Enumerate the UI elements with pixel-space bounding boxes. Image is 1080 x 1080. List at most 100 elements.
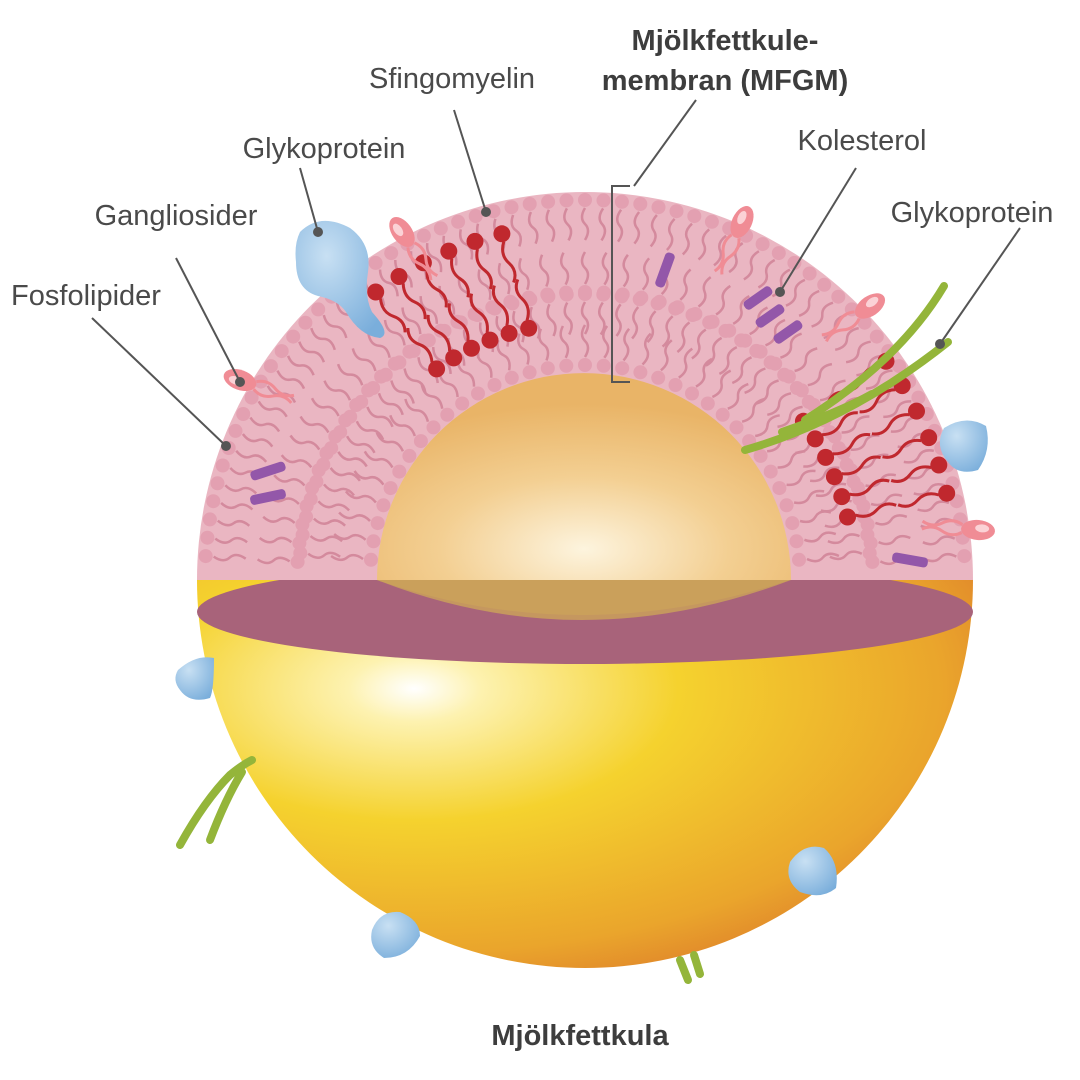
phospholipid-tail	[850, 434, 880, 451]
phospholipid-head	[763, 464, 778, 479]
cholesterol-bar	[655, 252, 675, 288]
phospholipid-head	[504, 200, 519, 215]
phospholipid-head	[354, 394, 369, 409]
sphingomyelin-tail	[425, 269, 448, 308]
phospholipid-tail	[615, 303, 622, 337]
fat-globule-lower-hemisphere	[197, 580, 973, 968]
phospholipid-tail	[299, 415, 330, 434]
phospholipid-head	[295, 527, 310, 542]
sphingomyelin-tail	[821, 411, 858, 437]
phospholipid-tail	[711, 369, 732, 399]
phospholipid-head	[299, 509, 314, 524]
phospholipid-tail	[323, 483, 355, 497]
phospholipid-head	[771, 246, 786, 261]
sphingomyelin-head	[481, 331, 499, 349]
phospholipid-head	[228, 423, 243, 438]
phospholipid-tail	[819, 379, 846, 402]
sphingomyelin-head	[493, 225, 511, 243]
phospholipid-tail	[845, 340, 871, 364]
phospholipid-head	[632, 292, 647, 307]
phospholipid-head	[309, 474, 324, 489]
phospholipid-head	[846, 474, 861, 489]
sphingomyelin-tail	[450, 258, 470, 298]
sphingomyelin-tail	[841, 455, 881, 476]
phospholipid-head	[263, 359, 278, 374]
phospholipid-tail	[815, 482, 847, 498]
phospholipid-head	[615, 361, 630, 376]
phospholipid-head	[651, 370, 666, 385]
phospholipid-head	[860, 527, 875, 542]
phospholipid-tail	[827, 533, 860, 545]
phospholipid-head	[324, 441, 339, 456]
phospholipid-head	[210, 476, 225, 491]
phospholipid-tail	[563, 207, 573, 241]
phospholipid-head	[668, 378, 683, 392]
phospholipid-head	[596, 193, 611, 208]
phospholipid-head	[455, 396, 470, 411]
sphingomyelin-tail	[897, 492, 940, 508]
phospholipid-tail	[323, 380, 352, 401]
phospholipid-head	[651, 200, 666, 215]
phospholipid-tail	[258, 536, 293, 544]
phospholipid-tail	[793, 489, 825, 505]
phospholipid-head	[378, 367, 393, 382]
phospholipid-tail	[438, 370, 459, 398]
phospholipid-head	[215, 458, 230, 473]
phospholipid-head	[718, 323, 733, 338]
phospholipid-head	[633, 197, 648, 211]
sphingomyelin-head	[390, 268, 408, 285]
phospholipid-tail	[224, 484, 258, 495]
phospholipid-head	[293, 546, 308, 561]
sphingomyelin-tail	[501, 241, 517, 284]
mfgm-bracket	[611, 185, 630, 383]
sphingomyelin-cluster-top	[367, 225, 538, 378]
phospholipid-tail	[785, 278, 806, 307]
sphingomyelin-tail	[447, 303, 470, 342]
phospholipid-tail	[622, 254, 630, 288]
phospholipid-head	[471, 386, 485, 401]
phospholipid-head	[869, 329, 884, 344]
phospholipid-tail	[256, 556, 291, 565]
label-sphingomyelin: Sfingomyelin	[369, 63, 535, 95]
sphingomyelin-tail	[491, 285, 510, 327]
phospholipid-head	[541, 289, 556, 304]
sphingomyelin-head	[938, 484, 956, 502]
phospholipid-head	[274, 344, 289, 359]
phospholipid-head	[831, 289, 846, 304]
phospholipid-head	[596, 287, 611, 302]
glycoprotein-bottom-left	[371, 911, 420, 958]
phospholipid-head	[785, 516, 800, 531]
sphingomyelin-head	[806, 430, 824, 448]
phospholipid-tail	[799, 510, 832, 524]
phospholipid-tail	[732, 295, 750, 325]
phospholipid-head	[366, 381, 381, 395]
sphingomyelin-head	[839, 508, 856, 526]
carbohydrate-chain-icon	[176, 282, 952, 984]
phospholipid-tail	[874, 514, 908, 526]
phospholipid-tail	[322, 314, 348, 339]
phospholipid-head	[426, 420, 441, 435]
phospholipid-head	[343, 409, 358, 424]
phospholipid-head	[541, 194, 556, 209]
phospholipid-tail	[913, 483, 946, 496]
sphingomyelin-tail	[871, 413, 910, 436]
sphingomyelin-head	[817, 448, 835, 466]
phospholipid-head	[468, 209, 483, 224]
phospholipid-tail	[646, 310, 657, 343]
phospholipid-tail	[289, 434, 321, 451]
phospholipid-tail	[676, 321, 691, 353]
phospholipid-head	[376, 498, 391, 513]
phospholipid-tail	[214, 536, 248, 544]
sphingomyelin-head	[930, 456, 948, 474]
phospholipid-tail	[641, 332, 652, 366]
phospholipid-head	[504, 370, 519, 385]
phospholipid-tail	[743, 250, 760, 281]
phospholipid-tail	[665, 218, 676, 251]
sphingomyelin-head	[463, 339, 480, 357]
label-mfgm-line1: Mjölkfettkule-	[632, 25, 819, 57]
phospholipid-tail	[679, 268, 692, 301]
phospholipid-tail	[580, 207, 590, 241]
phospholipid-tail	[563, 302, 573, 336]
phospholipid-tail	[276, 370, 306, 390]
phospholipid-tail	[633, 211, 641, 245]
